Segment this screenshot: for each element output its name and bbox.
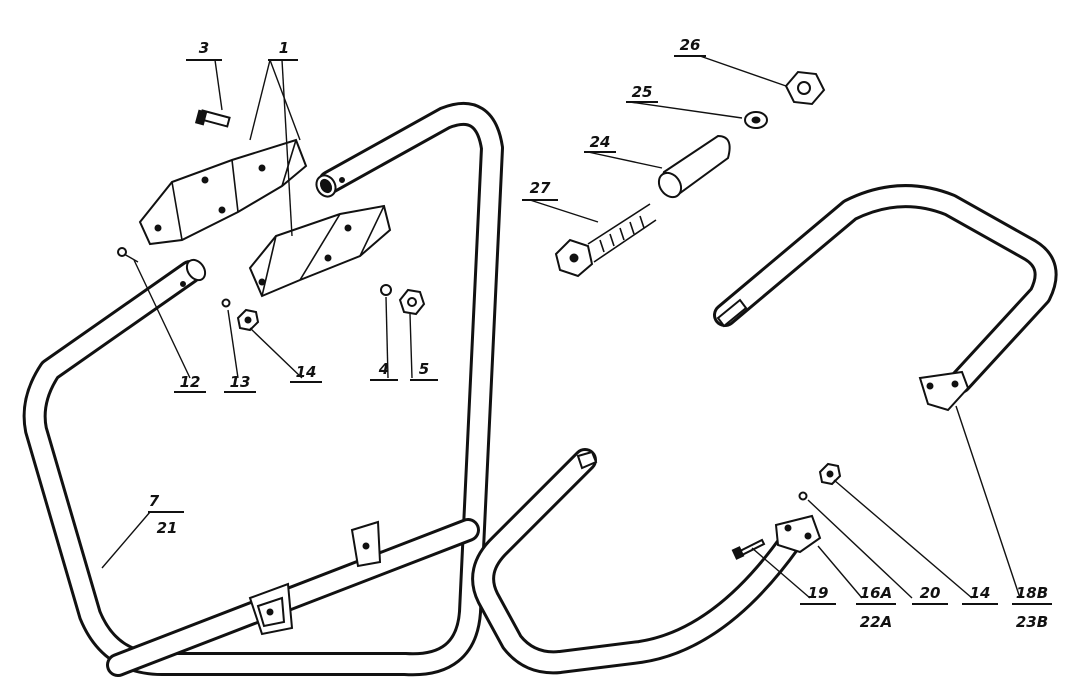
- nut-5: [398, 288, 426, 316]
- callout-26: 26: [680, 36, 701, 54]
- callout-16a: 16A: [860, 584, 892, 602]
- split-pin-12: [117, 247, 139, 263]
- right-lower-tube: [471, 448, 822, 675]
- nut-26: [784, 70, 826, 106]
- callout-5: 5: [419, 360, 429, 378]
- callout-23b: 23B: [1016, 613, 1048, 631]
- washer-4: [380, 284, 392, 296]
- bolt-27: [554, 203, 657, 278]
- clamp-half-upper: [138, 138, 308, 246]
- bolt-19: [731, 538, 766, 560]
- leader-lines: [101, 55, 1021, 599]
- callout-27: 27: [530, 179, 551, 197]
- washer-13: [221, 298, 231, 308]
- callout-24: 24: [590, 133, 611, 151]
- callout-12: 12: [180, 373, 201, 391]
- washer-25: [744, 111, 768, 129]
- callout-18b: 18B: [1016, 584, 1048, 602]
- crossbar-clamp-upper: [350, 520, 382, 568]
- crossbar-clamp-lower: [248, 582, 294, 636]
- left-tube-frame: [22, 101, 504, 677]
- spacer-tube-24: [657, 134, 731, 199]
- callout-7: 7: [149, 492, 160, 510]
- right-upper-tube: [713, 184, 1058, 412]
- callout-22a: 22A: [860, 613, 892, 631]
- clamp-half-lower: [248, 204, 392, 298]
- callout-25: 25: [632, 83, 653, 101]
- callout-19: 19: [808, 584, 829, 602]
- callout-14-right: 14: [970, 584, 991, 602]
- callout-3: 3: [199, 39, 209, 57]
- callout-13: 13: [230, 373, 251, 391]
- screw-3: [194, 109, 231, 128]
- callout-21: 21: [157, 519, 178, 537]
- callout-1: 1: [279, 39, 289, 57]
- washer-20: [798, 491, 808, 501]
- callout-labels: 1 3 12 13 14 4 5 7 21 27 24 25 26 19 16A…: [148, 36, 1052, 631]
- callout-14-left: 14: [296, 363, 317, 381]
- nut-14-right: [818, 462, 842, 486]
- nut-14-left: [236, 308, 260, 332]
- callout-4: 4: [378, 360, 389, 378]
- callout-20: 20: [920, 584, 941, 602]
